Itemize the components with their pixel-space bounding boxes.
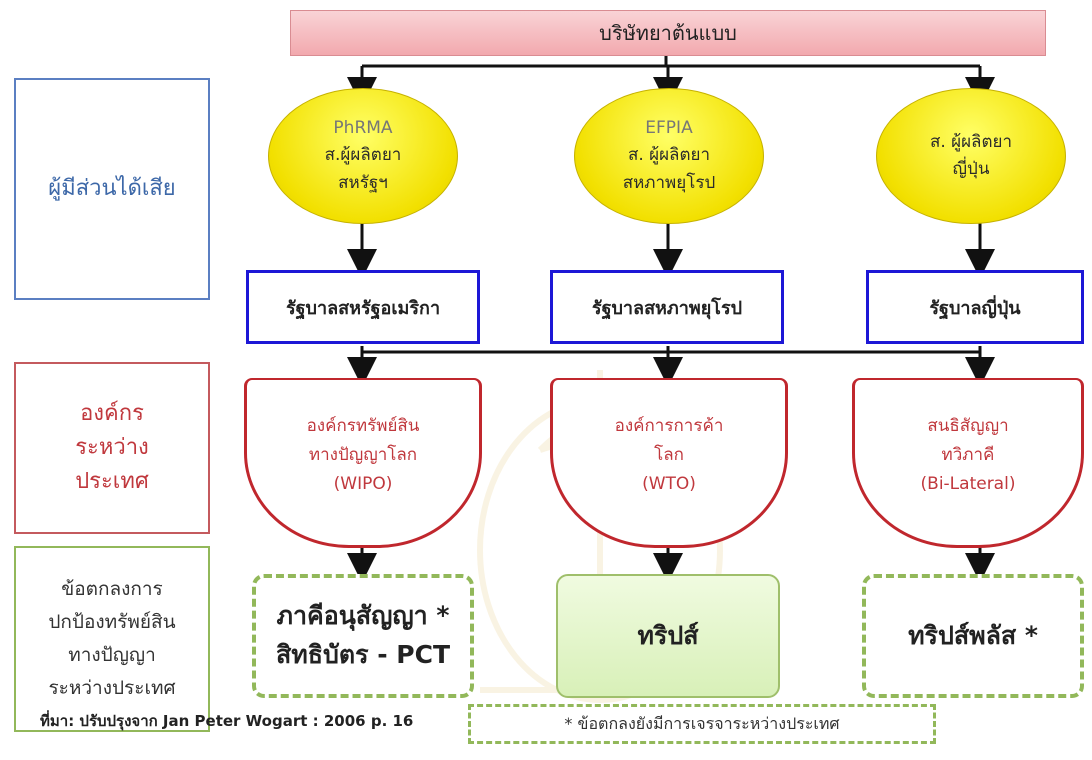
row-label-agreements: ข้อตกลงการ ปกป้องทรัพย์สิน ทางปัญญา ระหว… <box>14 546 210 732</box>
association-phrma: PhRMA ส.ผู้ผลิตยา สหรัฐฯ <box>268 88 458 224</box>
association-line: สหรัฐฯ <box>338 172 388 193</box>
org-line: ทางปัญญาโลก <box>308 444 418 465</box>
intl-org-line: องค์กร <box>80 400 144 426</box>
agreement-line: สิทธิบัตร - PCT <box>275 640 451 669</box>
agreement-trips-plus: ทริปส์พลัส * <box>862 574 1084 698</box>
association-japan: ส. ผู้ผลิตยา ญี่ปุ่น <box>876 88 1066 224</box>
agreements-line: ระหว่างประเทศ <box>48 677 176 700</box>
association-efpia: EFPIA ส. ผู้ผลิตยา สหภาพยุโรป <box>574 88 764 224</box>
association-line: ส. ผู้ผลิตยา <box>627 145 711 166</box>
association-line: ญี่ปุ่น <box>952 159 990 179</box>
government-label: รัฐบาลญี่ปุ่น <box>929 297 1021 319</box>
originator-company-bar: บริษัทยาต้นแบบ <box>290 10 1046 56</box>
agreements-line: ข้อตกลงการ <box>61 577 163 600</box>
org-line: (WIPO) <box>333 473 393 494</box>
org-line: องค์กรทรัพย์สิน <box>306 416 420 436</box>
footnote-text: * ข้อตกลงยังมีการเจรจาระหว่างประเทศ <box>564 713 840 733</box>
stakeholders-label: ผู้มีส่วนได้เสีย <box>48 175 176 201</box>
government-label: รัฐบาลสหภาพยุโรป <box>591 297 743 319</box>
org-line: สนธิสัญญา <box>927 416 1009 436</box>
association-line: EFPIA <box>645 118 693 139</box>
org-bilateral: สนธิสัญญา ทวิภาคี (Bi-Lateral) <box>852 378 1084 548</box>
association-line: ส. ผู้ผลิตยา <box>929 131 1013 152</box>
originator-company-label: บริษัทยาต้นแบบ <box>599 21 737 45</box>
government-usa: รัฐบาลสหรัฐอเมริกา <box>246 270 480 344</box>
agreements-line: ปกป้องทรัพย์สิน <box>48 610 176 633</box>
intl-org-line: ระหว่าง <box>75 434 149 460</box>
agreement-pct: ภาคีอนุสัญญา * สิทธิบัตร - PCT <box>252 574 474 698</box>
source-citation: ที่มา: ปรับปรุงจาก Jan Peter Wogart : 20… <box>40 712 414 730</box>
agreement-trips: ทริปส์ <box>556 574 780 698</box>
association-line: ส.ผู้ผลิตยา <box>324 145 402 166</box>
org-wipo: องค์กรทรัพย์สิน ทางปัญญาโลก (WIPO) <box>244 378 482 548</box>
row-label-stakeholders: ผู้มีส่วนได้เสีย <box>14 78 210 300</box>
government-label: รัฐบาลสหรัฐอเมริกา <box>285 297 441 319</box>
org-wto: องค์การการค้า โลก (WTO) <box>550 378 788 548</box>
footnote-box: * ข้อตกลงยังมีการเจรจาระหว่างประเทศ <box>468 704 936 744</box>
government-eu: รัฐบาลสหภาพยุโรป <box>550 270 784 344</box>
association-line: สหภาพยุโรป <box>622 172 716 193</box>
org-line: (Bi-Lateral) <box>920 473 1016 494</box>
agreement-line: ทริปส์พลัส * <box>908 620 1038 650</box>
agreement-line: ภาคีอนุสัญญา * <box>276 601 450 631</box>
org-line: (WTO) <box>642 473 696 494</box>
org-line: โลก <box>654 444 684 465</box>
org-line: ทวิภาคี <box>941 444 995 465</box>
government-japan: รัฐบาลญี่ปุ่น <box>866 270 1084 344</box>
org-line: องค์การการค้า <box>614 416 724 436</box>
agreement-line: ทริปส์ <box>637 620 699 650</box>
association-line: PhRMA <box>333 118 393 139</box>
intl-org-line: ประเทศ <box>75 469 149 495</box>
row-label-international-org: องค์กร ระหว่าง ประเทศ <box>14 362 210 534</box>
agreements-line: ทางปัญญา <box>68 644 156 666</box>
